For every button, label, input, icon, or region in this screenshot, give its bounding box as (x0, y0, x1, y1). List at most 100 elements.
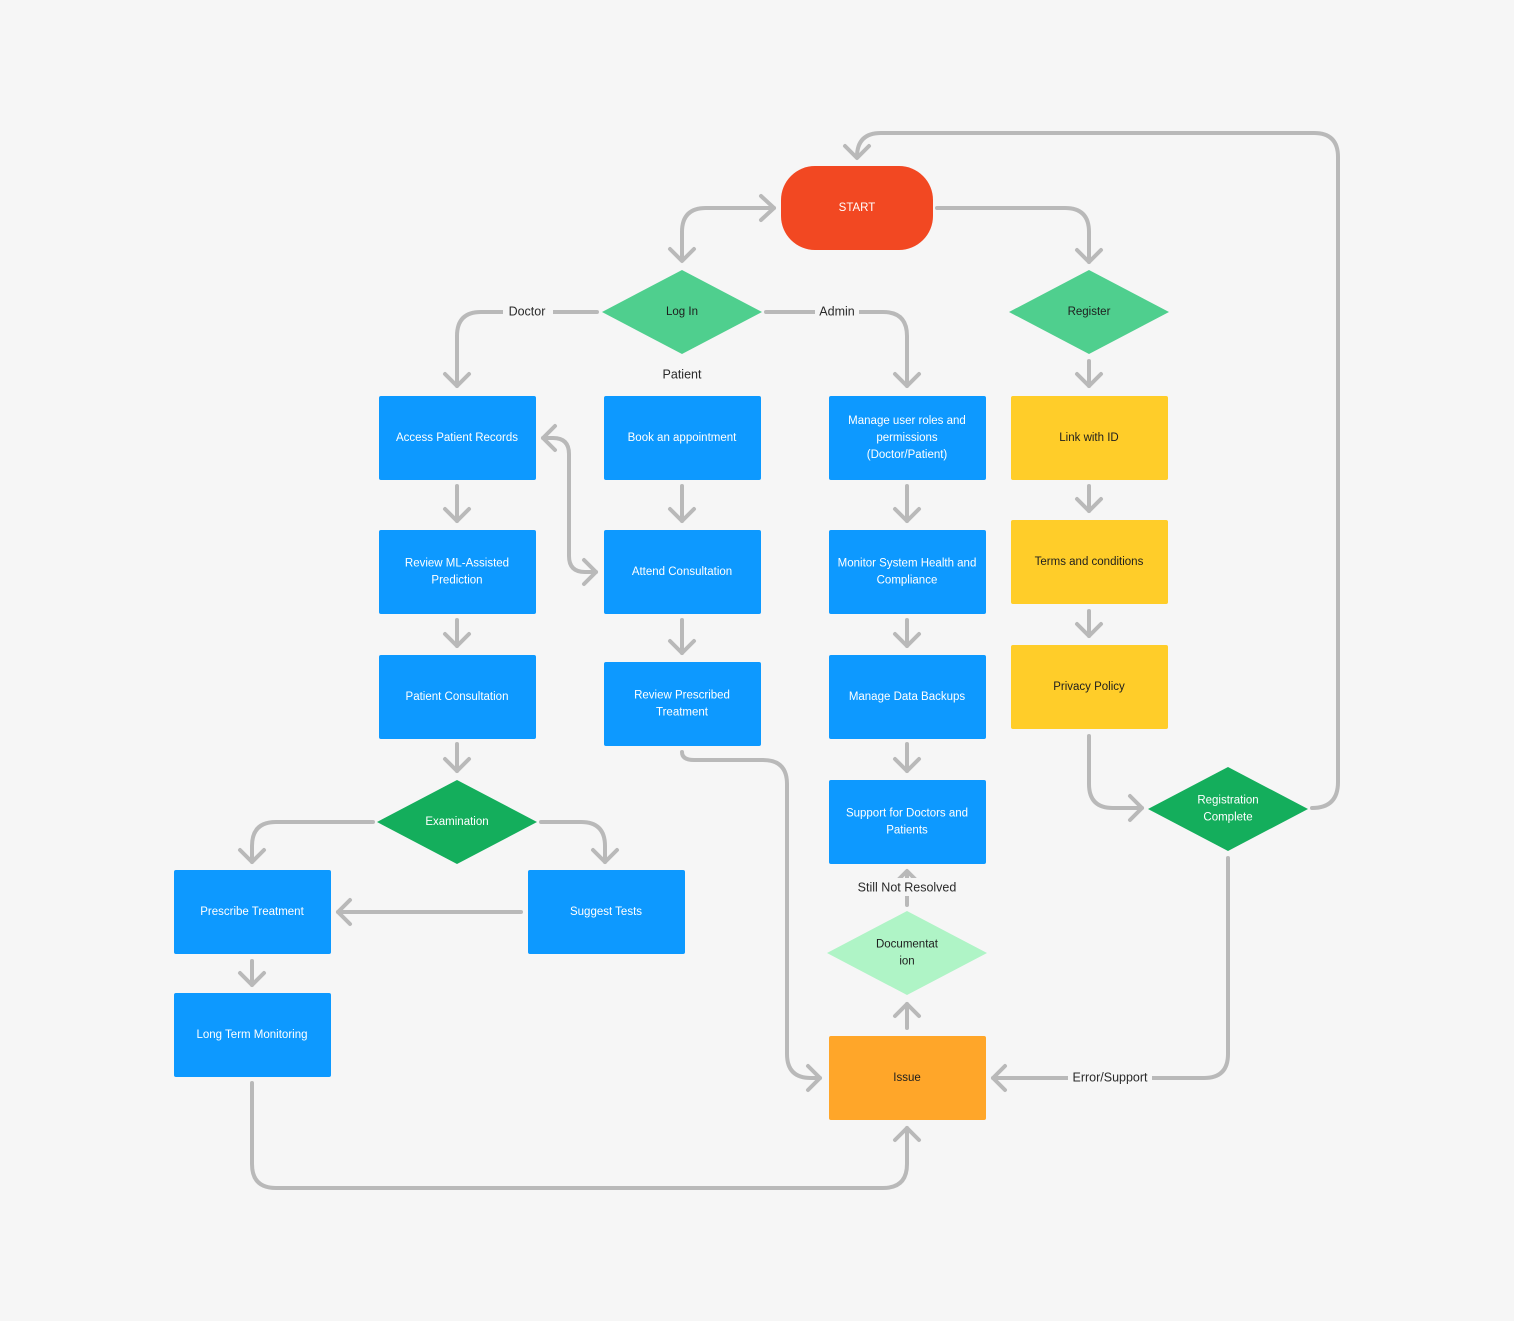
edge-arrowhead (759, 194, 776, 222)
node-label-line: Link with ID (1059, 432, 1118, 444)
edge-arrowhead (541, 424, 557, 452)
manage-data-backups-label: Manage Data Backups (849, 691, 966, 703)
edge-review-treatment-to-issue (680, 750, 822, 1080)
access-patient-records-label: Access Patient Records (396, 432, 518, 444)
edge-arrowhead (806, 1064, 822, 1092)
edge-arrowhead (1075, 497, 1103, 513)
label-patient: Patient (663, 367, 702, 381)
node-label-line: Manage Data Backups (849, 691, 966, 703)
issue-node[interactable] (829, 1036, 986, 1120)
node-label-line: ion (899, 956, 914, 968)
node-label-line: Terms and conditions (1035, 556, 1144, 568)
edge-arrowhead (443, 372, 471, 388)
connectors (238, 131, 1340, 1190)
node-label-line: Registration (1197, 795, 1258, 807)
edge-arrowhead (893, 632, 921, 648)
privacy-policy-node[interactable] (1011, 645, 1168, 729)
documentation-decision[interactable] (827, 911, 987, 995)
node-label-line: permissions (876, 432, 938, 444)
book-appointment-node[interactable] (604, 396, 761, 480)
examination-decision[interactable] (377, 780, 537, 864)
edge-arrowhead (1128, 794, 1144, 822)
start-node[interactable] (781, 166, 933, 250)
node-label-line: Treatment (656, 707, 709, 719)
node-label-line: Prescribe Treatment (200, 906, 304, 918)
edge-examination-to-suggest (539, 820, 607, 864)
review-ml-prediction-node[interactable] (379, 530, 536, 614)
patient-consultation-label: Patient Consultation (406, 691, 509, 703)
review-prescribed-treatment-node[interactable] (604, 662, 761, 746)
attend-consultation-label: Attend Consultation (632, 566, 732, 578)
edge-arrowhead (336, 898, 352, 926)
monitor-system-health-node[interactable] (829, 530, 986, 614)
node-label-line: (Doctor/Patient) (867, 449, 948, 461)
node-label-line: Review ML-Assisted (405, 558, 509, 570)
edge-arrowhead (668, 247, 696, 263)
node-label-line: Long Term Monitoring (196, 1029, 307, 1041)
edge-arrowhead (1075, 622, 1103, 638)
edge-login-admin (764, 310, 909, 388)
edge-arrowhead (668, 507, 696, 523)
edge-arrowhead (668, 639, 696, 655)
long-term-monitoring-node[interactable] (174, 993, 331, 1077)
node-label-line: Patients (886, 825, 928, 837)
label-error-support: Error/Support (1072, 1070, 1148, 1084)
edge-arrowhead (238, 971, 266, 987)
node-label-line: Compliance (877, 575, 938, 587)
node-label-line: Issue (893, 1072, 921, 1084)
terms-and-conditions-label: Terms and conditions (1035, 556, 1144, 568)
edge-start-login (680, 206, 776, 262)
login-decision[interactable] (602, 270, 762, 354)
login-decision-label: Log In (666, 306, 698, 318)
edge-registration-complete-to-start (855, 131, 1340, 810)
node-label-line: Examination (425, 816, 488, 828)
node-label-line: Review Prescribed (634, 690, 730, 702)
edge-examination-to-prescribe (250, 820, 375, 864)
edge-privacy-to-registration-complete (1087, 734, 1144, 810)
link-with-id-node[interactable] (1011, 396, 1168, 480)
manage-data-backups-node[interactable] (829, 655, 986, 739)
edge-arrowhead (582, 558, 598, 586)
node-label-line: Book an appointment (628, 432, 737, 444)
terms-and-conditions-node[interactable] (1011, 520, 1168, 604)
access-patient-records-node[interactable] (379, 396, 536, 480)
node-label-line: Monitor System Health and (838, 558, 977, 570)
edge-arrowhead (893, 757, 921, 773)
label-still-not-resolved: Still Not Resolved (858, 880, 957, 894)
edge-arrowhead (893, 1002, 921, 1018)
edge-arrowhead (238, 848, 266, 864)
node-label-line: Register (1068, 306, 1111, 318)
suggest-tests-node[interactable] (528, 870, 685, 954)
edge-arrowhead (443, 632, 471, 648)
node-label-line: Manage user roles and (848, 415, 966, 427)
book-appointment-label: Book an appointment (628, 432, 737, 444)
examination-decision-label: Examination (425, 816, 488, 828)
patient-consultation-node[interactable] (379, 655, 536, 739)
registration-complete-decision[interactable] (1148, 767, 1308, 851)
edge-arrowhead (843, 144, 871, 160)
prescribe-treatment-label: Prescribe Treatment (200, 906, 304, 918)
node-label-line: Privacy Policy (1053, 681, 1125, 693)
support-node[interactable] (829, 780, 986, 864)
edge-arrowhead (991, 1064, 1007, 1092)
manage-user-roles-node[interactable] (829, 396, 986, 480)
edge-labels: Doctor Admin Patient Still Not Resolved … (503, 302, 1152, 1088)
issue-label: Issue (893, 1072, 921, 1084)
edge-monitoring-to-issue (250, 1081, 909, 1190)
node-label-line: Support for Doctors and (846, 808, 968, 820)
attend-consultation-node[interactable] (604, 530, 761, 614)
register-decision[interactable] (1009, 270, 1169, 354)
edge-arrowhead (1075, 372, 1103, 388)
edge-arrowhead (893, 372, 921, 388)
node-label-line: Access Patient Records (396, 432, 518, 444)
node-label-line: START (839, 202, 876, 214)
prescribe-treatment-node[interactable] (174, 870, 331, 954)
manage-user-roles-label: Manage user roles and permissions (Doctor/… (848, 415, 966, 461)
nodes: START Log In Register Access Patient Rec… (174, 166, 1308, 1120)
